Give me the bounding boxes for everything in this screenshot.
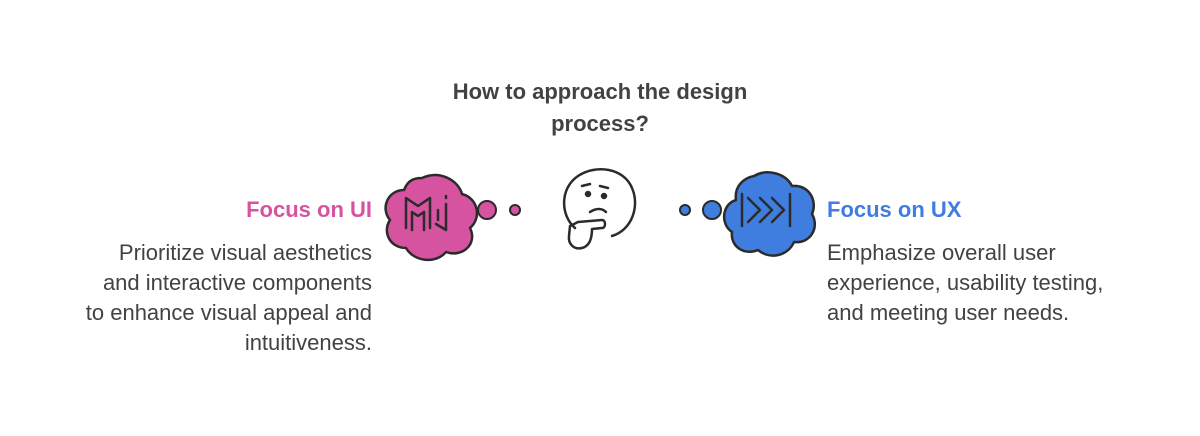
focus-on-ux-description: Emphasize overall user experience, usabi… [827,238,1187,328]
ux-description-line: and meeting user needs. [827,300,1070,325]
question-title: How to approach the design process? [420,76,780,140]
ui-blob-shape [384,173,479,261]
focus-on-ui-title: Focus on UI [246,197,372,222]
ux-description-line: Emphasize overall user [827,240,1056,265]
material-design-logo-icon [404,194,448,232]
question-line-2: process? [551,111,649,136]
ui-blob [384,173,479,261]
ui-description-line: Prioritize visual aesthetics [118,240,372,265]
ux-thought-dot-small [679,204,691,216]
ui-thought-dot-large [477,200,497,220]
ui-description-line: to enhance visual appeal and [85,300,372,325]
ui-description-line: and interactive components [102,270,372,295]
ui-thought-dot-small [509,204,521,216]
thinking-face-icon [562,168,637,250]
question-line-1: How to approach the design [452,79,748,104]
ux-thought-dot-large [702,200,722,220]
ui-description-line: intuitiveness. [244,330,372,355]
focus-on-ui-description: Prioritize visual aesthetics and interac… [20,238,372,358]
ux-description-line: experience, usability testing, [827,270,1104,295]
focus-on-ux-title: Focus on UX [827,197,962,222]
fast-forward-icon [740,192,792,228]
ux-blob [723,171,817,257]
